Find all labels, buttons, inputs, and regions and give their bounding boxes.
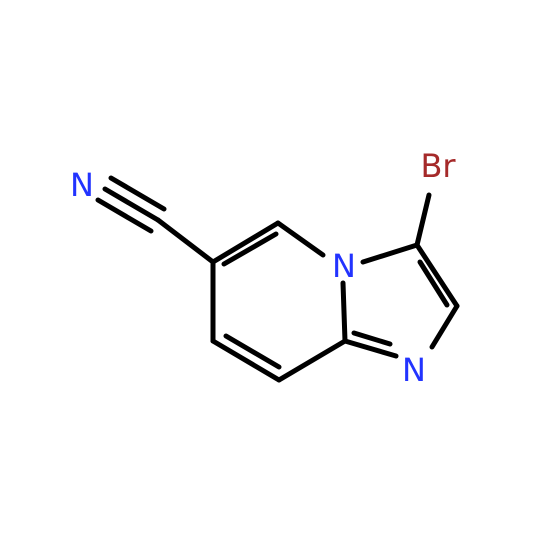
bond-n4-c3: [360, 242, 420, 265]
atom-n-imidazole: N: [402, 351, 426, 389]
bond-c8-c7-inner: [223, 333, 282, 370]
atom-br: Br: [420, 147, 456, 185]
atom-n-nitrile: N: [70, 166, 94, 204]
bond-c8a-c8: [276, 338, 348, 383]
bond-nitrile-triple-3: [108, 175, 167, 212]
bond-n4-c8a: [340, 280, 348, 344]
bond-c-c6: [155, 217, 216, 265]
bond-n1-c8a-inner: [351, 330, 393, 347]
bond-c3-br: [414, 192, 432, 248]
bond-nitrile-triple-2: [102, 186, 161, 223]
bond-c3-c2-inner: [417, 259, 450, 308]
bond-c2-n1: [429, 303, 460, 350]
bond-nitrile-triple-1: [95, 197, 154, 234]
bond-c6-c5-inner: [221, 231, 279, 267]
bond-c6-c5: [210, 220, 281, 265]
bond-c5-n4: [275, 220, 326, 258]
bond-c3-c2: [414, 242, 460, 309]
bond-n1-c8a: [342, 338, 399, 359]
atom-n-bridgehead: N: [332, 247, 356, 285]
bond-c8-c7: [210, 338, 282, 383]
